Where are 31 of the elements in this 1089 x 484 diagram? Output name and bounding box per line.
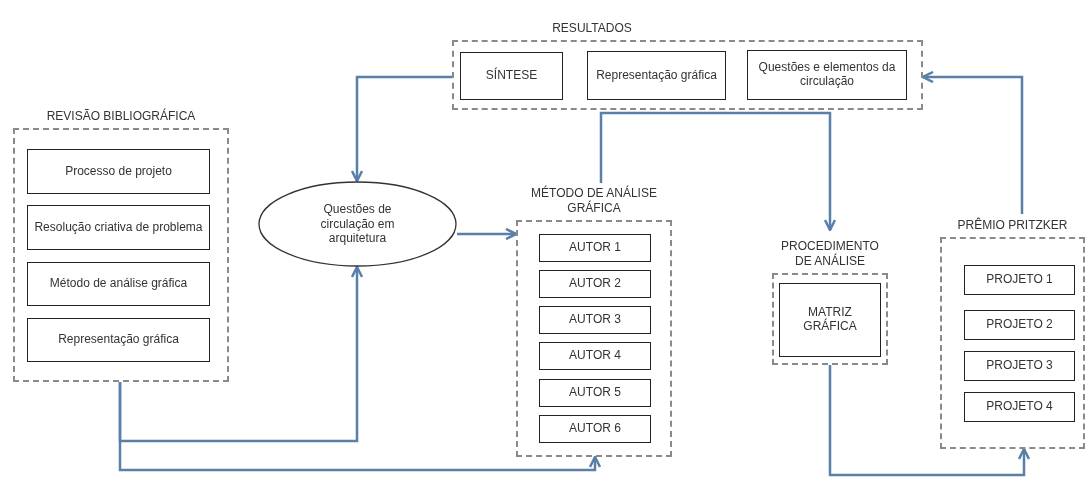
text-box: Resolução criativa de problema <box>27 205 210 250</box>
text-box: AUTOR 4 <box>539 342 651 370</box>
group-heading: MÉTODO DE ANÁLISE GRÁFICA <box>530 186 658 215</box>
arrow <box>921 70 1024 214</box>
ellipse-node: Questões de circulação em arquitetura <box>258 181 457 267</box>
arrow <box>350 75 452 183</box>
text-box: PROJETO 3 <box>964 351 1075 381</box>
text-box: Processo de projeto <box>27 149 210 194</box>
text-box: PROJETO 1 <box>964 265 1075 295</box>
text-box: AUTOR 5 <box>539 379 651 407</box>
text-box: MATRIZ GRÁFICA <box>779 283 881 357</box>
text-box: PROJETO 2 <box>964 310 1075 340</box>
arrow <box>118 382 602 472</box>
arrow <box>828 365 1031 477</box>
group-heading: PROCEDIMENTO DE ANÁLISE <box>780 239 880 268</box>
text-box: Método de análise gráfica <box>27 262 210 306</box>
group-heading: RESULTADOS <box>551 20 633 35</box>
text-box: AUTOR 3 <box>539 306 651 334</box>
group-heading: REVISÃO BIBLIOGRÁFICA <box>45 108 197 123</box>
text-box: Representação gráfica <box>27 318 210 362</box>
arrow <box>457 227 518 241</box>
arrow <box>118 265 364 443</box>
arrow <box>599 111 837 232</box>
text-box: PROJETO 4 <box>964 392 1075 422</box>
text-box: AUTOR 2 <box>539 270 651 298</box>
text-box: AUTOR 1 <box>539 234 651 262</box>
text-box: AUTOR 6 <box>539 415 651 443</box>
text-box: SÍNTESE <box>460 52 563 100</box>
text-box: Questões e elementos da circulação <box>747 50 907 100</box>
group-heading: PRÊMIO PRITZKER <box>956 217 1069 232</box>
text-box: Representação gráfica <box>587 51 726 100</box>
